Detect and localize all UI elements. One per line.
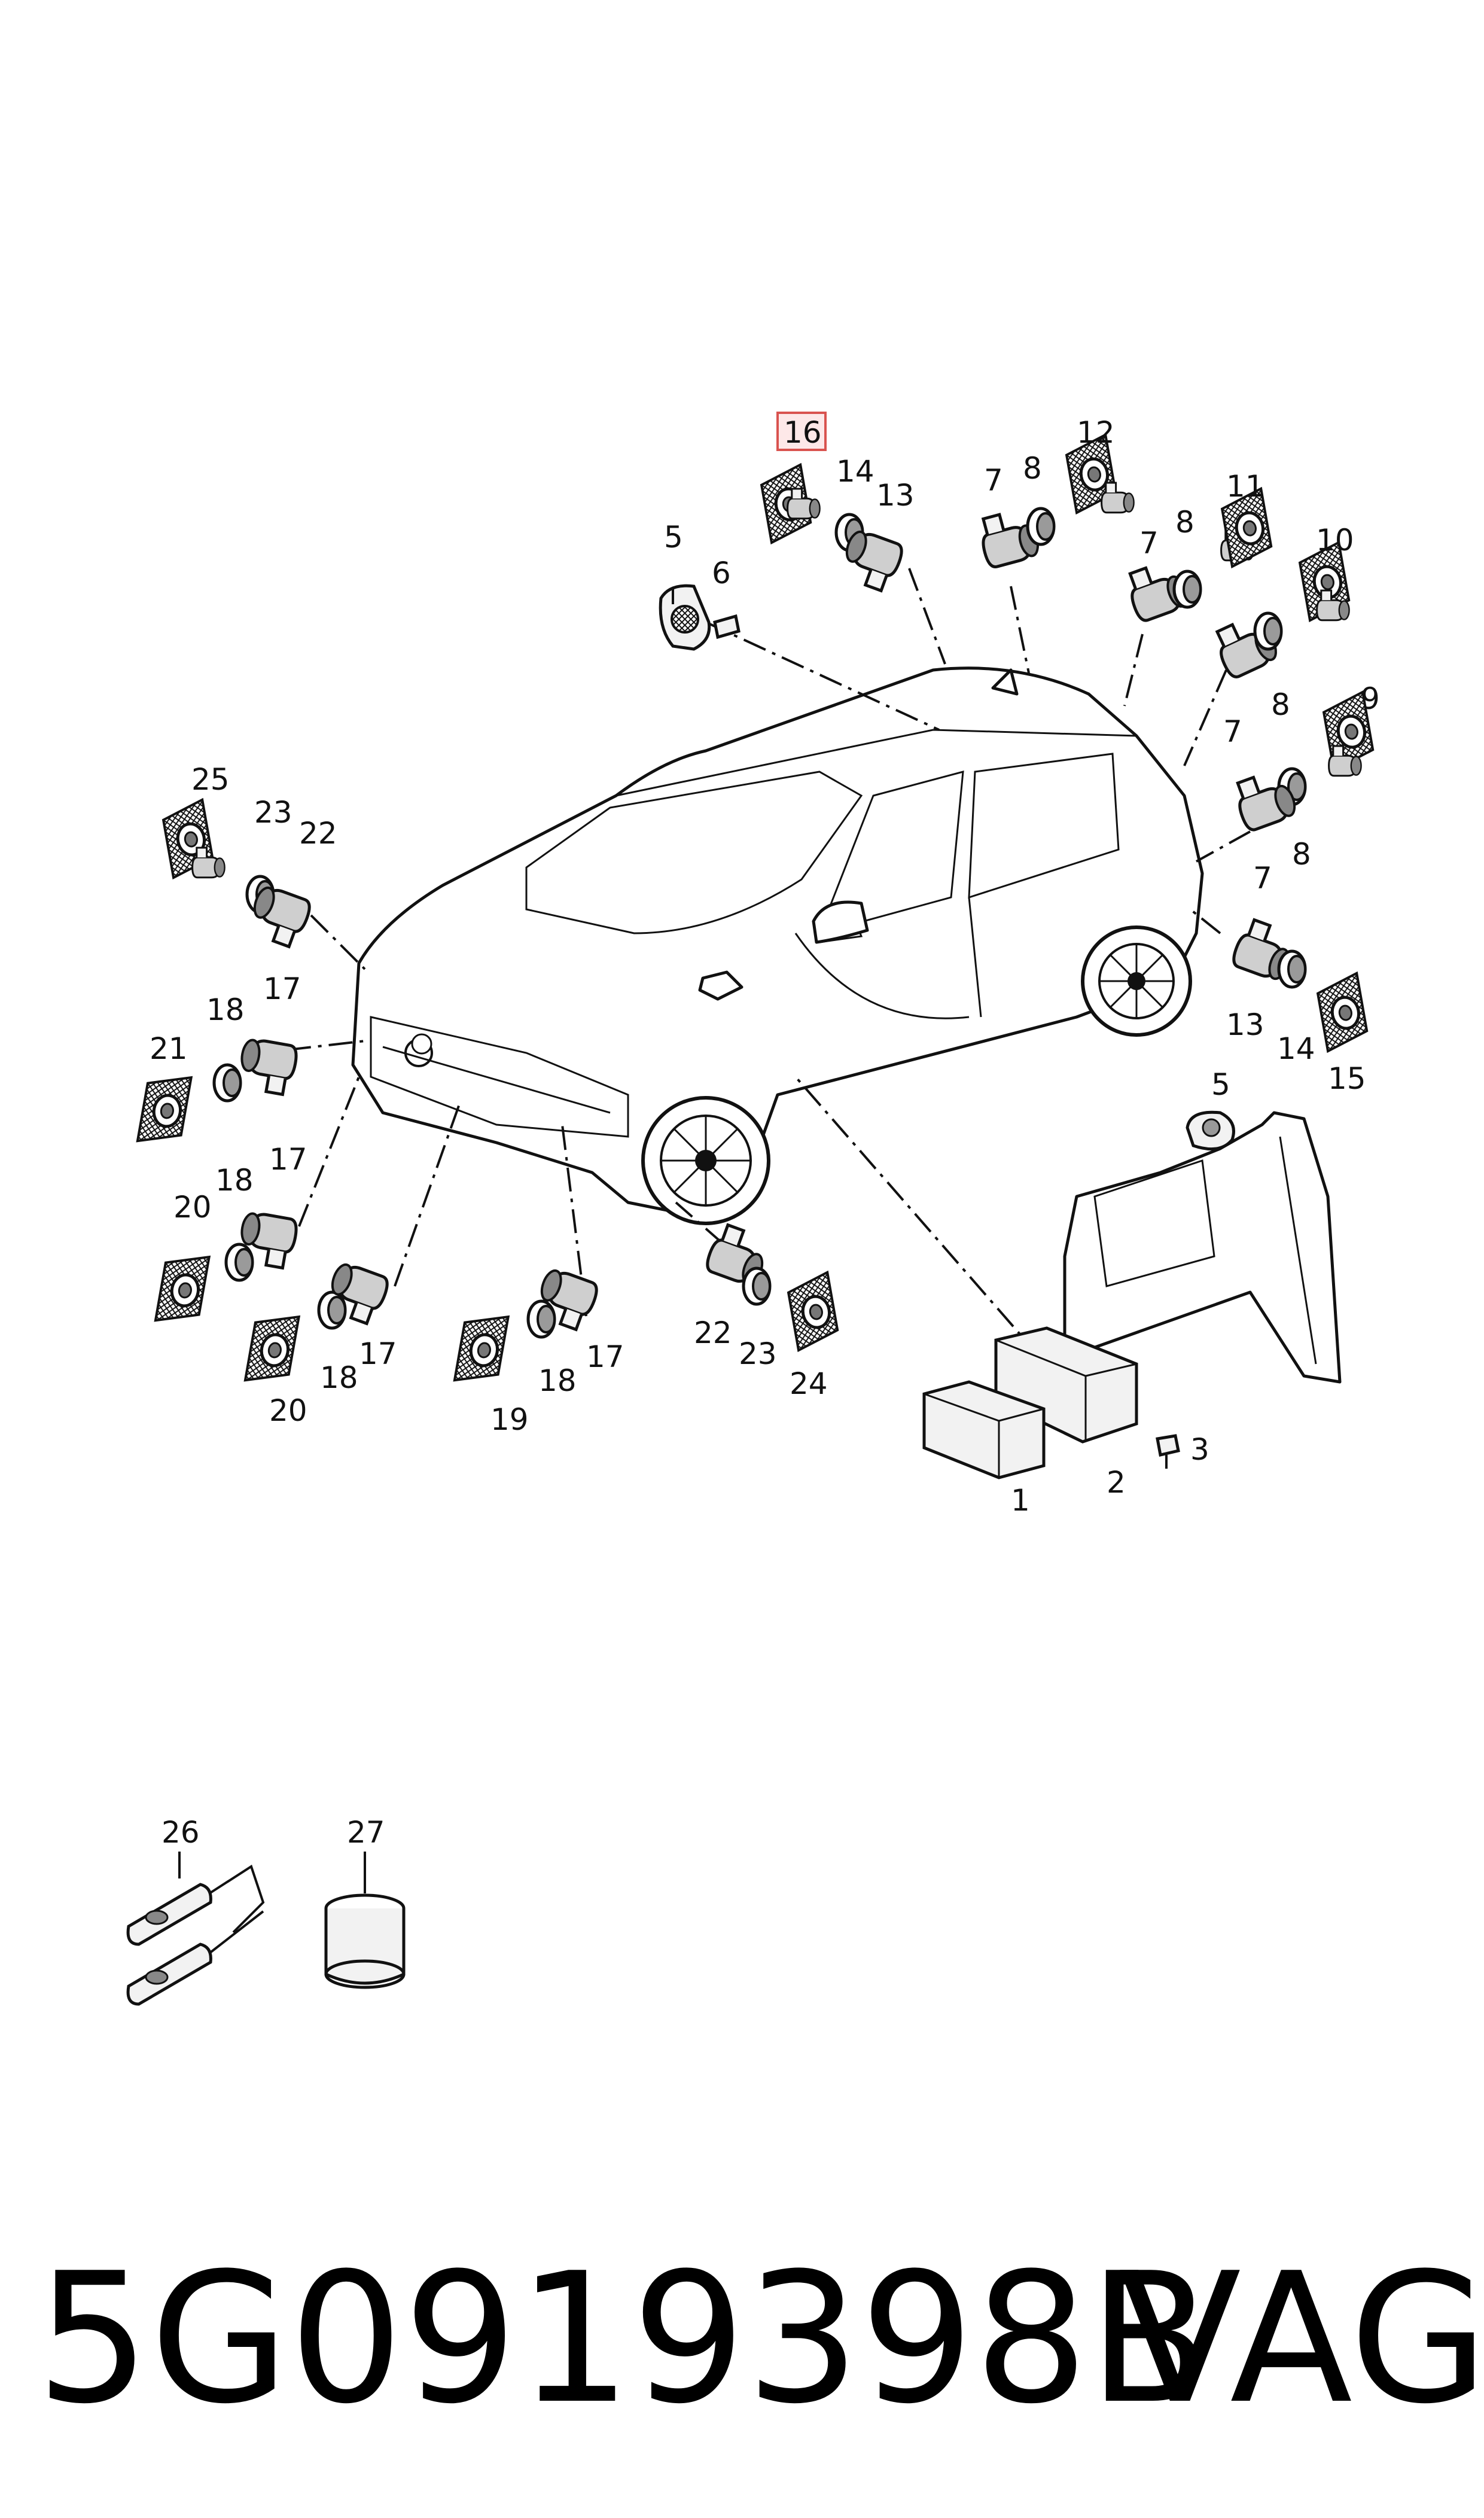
sensor-group-20-18-17 bbox=[156, 1211, 298, 1327]
part-number: 5G0919398B bbox=[36, 2234, 1212, 2443]
callout-8: 8 bbox=[1271, 687, 1290, 722]
callout-17: 17 bbox=[359, 1336, 397, 1371]
sensor-group-19-18-17 bbox=[455, 1267, 600, 1388]
callout-14: 14 bbox=[836, 454, 874, 489]
callout-17: 17 bbox=[586, 1339, 624, 1374]
callout-18: 18 bbox=[215, 1163, 254, 1198]
callout-26: 26 bbox=[161, 1815, 200, 1850]
callout-23: 23 bbox=[254, 795, 292, 830]
callout-16: 16 bbox=[784, 415, 822, 450]
callout-1: 1 bbox=[1011, 1483, 1030, 1518]
callout-18: 18 bbox=[320, 1360, 358, 1395]
callout-3: 3 bbox=[1190, 1432, 1209, 1467]
part-26-tool bbox=[126, 1852, 265, 2006]
callout-17: 17 bbox=[269, 1142, 307, 1177]
callout-7: 7 bbox=[1139, 526, 1159, 561]
callout-27: 27 bbox=[347, 1815, 385, 1850]
callout-21: 21 bbox=[150, 1031, 188, 1066]
callout-22: 22 bbox=[299, 816, 337, 851]
callout-20: 20 bbox=[269, 1393, 307, 1428]
callout-2: 2 bbox=[1107, 1465, 1126, 1500]
callout-15: 15 bbox=[1328, 1061, 1366, 1096]
callout-13: 13 bbox=[876, 478, 915, 513]
callout-6: 6 bbox=[712, 556, 731, 590]
callout-11: 11 bbox=[1226, 469, 1264, 504]
callout-8: 8 bbox=[1023, 451, 1042, 486]
callout-12: 12 bbox=[1077, 415, 1115, 450]
brand-name: VAG bbox=[1119, 2234, 1484, 2443]
callout-17: 17 bbox=[263, 972, 301, 1006]
sensor-group-9 bbox=[1231, 692, 1375, 832]
exploded-parts-diagram: 16 14 13 7 8 12 11 10 7 8 5 6 8 7 9 8 7 … bbox=[126, 412, 1380, 2006]
callout-23: 23 bbox=[739, 1336, 777, 1371]
callout-7: 7 bbox=[1223, 714, 1242, 749]
callout-19: 19 bbox=[490, 1402, 529, 1437]
car-illustration bbox=[351, 666, 1204, 1225]
callout-5: 5 bbox=[664, 520, 683, 555]
callout-9: 9 bbox=[1361, 681, 1380, 716]
callout-20: 20 bbox=[173, 1190, 212, 1225]
callout-5: 5 bbox=[1211, 1067, 1230, 1102]
callout-22: 22 bbox=[694, 1316, 732, 1350]
callout-10: 10 bbox=[1316, 523, 1354, 558]
callout-14: 14 bbox=[1277, 1031, 1315, 1066]
highlighted-callout-box bbox=[776, 412, 827, 451]
sensor-group-7-8-12 bbox=[976, 435, 1135, 569]
callout-13: 13 bbox=[1226, 1007, 1264, 1042]
callout-labels: 16 14 13 7 8 12 11 10 7 8 5 6 8 7 9 8 7 … bbox=[150, 415, 1380, 1850]
callout-18: 18 bbox=[206, 992, 245, 1027]
component-5-6 bbox=[659, 584, 741, 651]
control-units-assembly bbox=[922, 1110, 1342, 1479]
callout-7: 7 bbox=[1253, 861, 1272, 896]
part-27-sleeve bbox=[324, 1852, 406, 1989]
callout-18: 18 bbox=[538, 1363, 577, 1398]
leader-lines bbox=[287, 568, 1251, 1359]
callout-25: 25 bbox=[191, 762, 230, 797]
callout-7: 7 bbox=[984, 463, 1003, 498]
callout-24: 24 bbox=[790, 1366, 828, 1401]
callout-8: 8 bbox=[1175, 505, 1194, 540]
sensor-group-7-8-right bbox=[1211, 612, 1281, 680]
callout-8: 8 bbox=[1292, 837, 1311, 872]
